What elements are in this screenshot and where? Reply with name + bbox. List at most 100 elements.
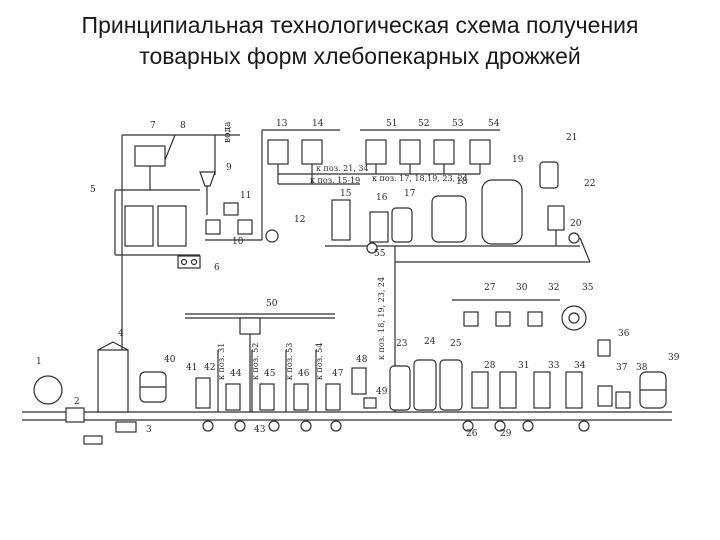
num-22: 22 bbox=[584, 179, 595, 189]
num-48: 48 bbox=[356, 355, 368, 365]
pipe-8 bbox=[164, 134, 176, 161]
block-conveyor-50 bbox=[185, 313, 335, 412]
unit-7-box bbox=[134, 145, 166, 167]
num-19: 19 bbox=[512, 155, 524, 165]
block-upper-right bbox=[539, 161, 591, 263]
num-12: 12 bbox=[294, 215, 305, 225]
unit-36 bbox=[597, 339, 611, 357]
vessel-16 bbox=[369, 211, 389, 243]
num-27: 27 bbox=[484, 283, 496, 293]
vessel-25 bbox=[439, 359, 463, 411]
label-to-15-19: к поз. 15-19 bbox=[310, 176, 360, 185]
num-3: 3 bbox=[146, 425, 152, 435]
label-to-18-24: к поз. 18, 19, 23, 24 bbox=[377, 277, 386, 360]
num-1: 1 bbox=[36, 357, 42, 367]
vessel-28 bbox=[471, 371, 489, 409]
pump-25b bbox=[578, 420, 590, 432]
unit-48 bbox=[351, 367, 367, 395]
pump-43c bbox=[300, 420, 312, 432]
label-to-53: к поз. 53 bbox=[285, 343, 294, 380]
drum-35 bbox=[561, 305, 587, 331]
vessel-5b bbox=[157, 205, 187, 247]
pump-43a bbox=[234, 420, 246, 432]
block-upper-center bbox=[267, 129, 590, 412]
num-49: 49 bbox=[376, 387, 388, 397]
num-47: 47 bbox=[332, 369, 344, 379]
funnel-9 bbox=[199, 171, 216, 187]
unit-50 bbox=[239, 317, 261, 335]
num-31: 31 bbox=[518, 361, 529, 371]
num-36: 36 bbox=[618, 329, 630, 339]
unit-49 bbox=[363, 397, 377, 409]
unit-10a bbox=[205, 219, 221, 235]
unit-44 bbox=[225, 383, 241, 411]
num-13: 13 bbox=[276, 119, 288, 129]
num-33: 33 bbox=[548, 361, 560, 371]
num-43: 43 bbox=[254, 425, 266, 435]
unit-32 bbox=[527, 311, 543, 327]
num-29: 29 bbox=[500, 429, 512, 439]
unit-22 bbox=[547, 205, 565, 231]
num-5: 5 bbox=[90, 185, 96, 195]
num-42: 42 bbox=[204, 363, 215, 373]
unit-42 bbox=[195, 377, 211, 409]
vessel-14 bbox=[301, 139, 323, 165]
slide-title: Принципиальная технологическая схема пол… bbox=[0, 10, 720, 72]
unit-6-wheel-b bbox=[190, 258, 198, 266]
num-26: 26 bbox=[466, 429, 478, 439]
num-8: 8 bbox=[180, 121, 186, 131]
label-to-21-34: к поз. 21, 34 bbox=[316, 164, 369, 173]
num-50: 50 bbox=[266, 299, 278, 309]
label-water: вода bbox=[223, 121, 233, 143]
num-17: 17 bbox=[404, 189, 416, 199]
unit-45 bbox=[259, 383, 275, 411]
unit-30 bbox=[495, 311, 511, 327]
num-40: 40 bbox=[164, 355, 176, 365]
vessel-19 bbox=[481, 179, 523, 245]
num-14: 14 bbox=[312, 119, 324, 129]
num-20: 20 bbox=[570, 219, 582, 229]
vessel-53 bbox=[433, 139, 455, 165]
unit-6-wheel-a bbox=[180, 258, 188, 266]
vessel-24 bbox=[413, 359, 437, 411]
vessel-13 bbox=[267, 139, 289, 165]
num-52: 52 bbox=[418, 119, 429, 129]
vessel-23 bbox=[389, 365, 411, 411]
unit-3 bbox=[115, 421, 137, 433]
position-numbers: 1 2 3 4 5 6 7 8 9 10 11 12 13 14 15 16 1… bbox=[36, 119, 680, 439]
vessel-17 bbox=[391, 207, 413, 243]
vessel-54 bbox=[469, 139, 491, 165]
num-32: 32 bbox=[548, 283, 559, 293]
num-55: 55 bbox=[374, 249, 386, 259]
label-to-31: к поз. 31 bbox=[217, 343, 226, 380]
vessel-5a bbox=[124, 205, 154, 247]
unit-10b bbox=[237, 219, 253, 235]
title-line-1: Принципиальная технологическая схема пол… bbox=[81, 12, 639, 38]
num-11: 11 bbox=[240, 191, 251, 201]
num-6: 6 bbox=[214, 263, 220, 273]
num-24: 24 bbox=[424, 337, 436, 347]
num-2: 2 bbox=[74, 397, 80, 407]
pipe-20 bbox=[579, 237, 591, 263]
unit-47 bbox=[325, 383, 341, 411]
unit-3a bbox=[83, 435, 103, 445]
num-44: 44 bbox=[230, 369, 242, 379]
num-54: 54 bbox=[488, 119, 500, 129]
num-34: 34 bbox=[574, 361, 586, 371]
unit-37 bbox=[597, 385, 613, 407]
num-39: 39 bbox=[668, 353, 680, 363]
num-16: 16 bbox=[376, 193, 388, 203]
num-25: 25 bbox=[450, 339, 462, 349]
title-line-2: товарных форм хлебопекарных дрожжей bbox=[139, 43, 581, 69]
label-to-17-24: к поз. 17, 18,19, 23, 24 bbox=[372, 174, 468, 183]
pump-26 bbox=[462, 420, 474, 432]
unit-21 bbox=[539, 161, 559, 189]
label-to-52: к поз. 52 bbox=[251, 343, 260, 380]
num-37: 37 bbox=[616, 363, 628, 373]
vessel-15 bbox=[331, 199, 351, 241]
pump-20 bbox=[568, 232, 580, 244]
tank-4 bbox=[97, 349, 129, 413]
num-41: 41 bbox=[186, 363, 197, 373]
num-38: 38 bbox=[636, 363, 648, 373]
